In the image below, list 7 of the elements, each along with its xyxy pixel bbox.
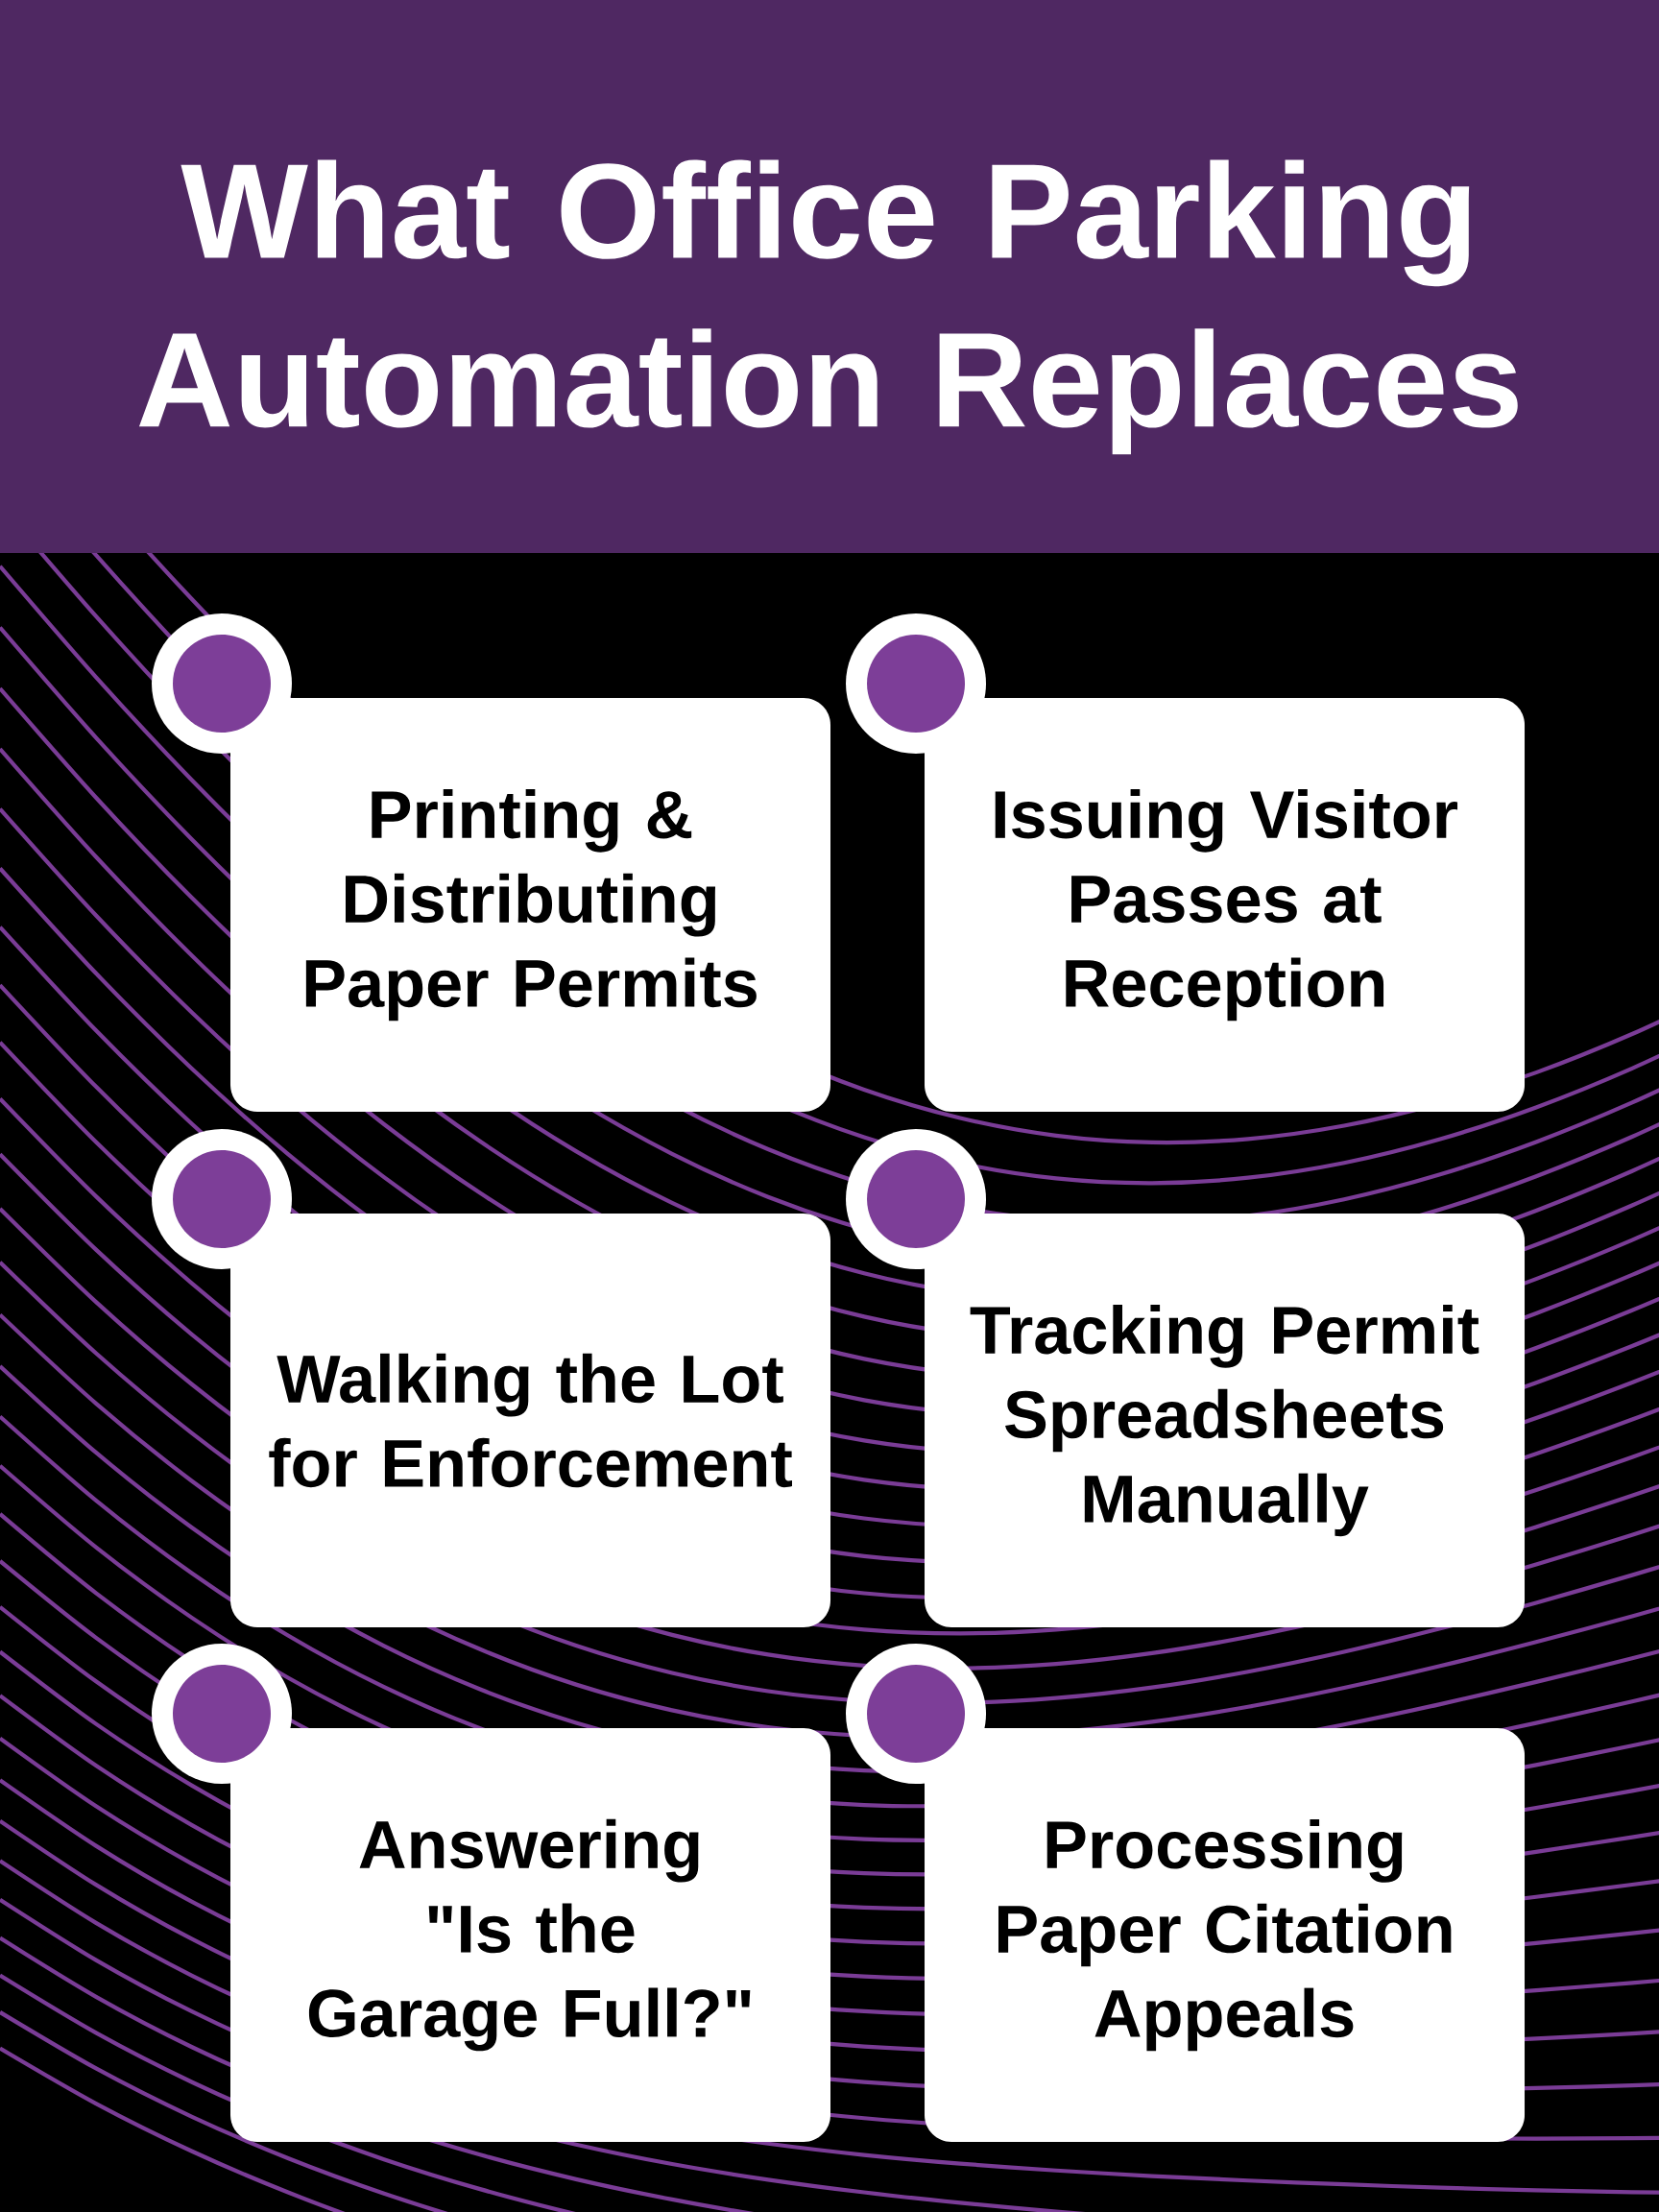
card: Answering "Is the Garage Full?" bbox=[152, 1644, 830, 2142]
card: Issuing Visitor Passes at Reception bbox=[846, 613, 1526, 1112]
card: Processing Paper Citation Appeals bbox=[846, 1644, 1526, 2142]
card: Printing & Distributing Paper Permits bbox=[152, 613, 830, 1112]
title: What Office Parking Automation Replaces bbox=[138, 159, 1518, 455]
card: Walking the Lot for Enforcement bbox=[152, 1129, 830, 1627]
card: Tracking Permit Spreadsheets Manually bbox=[846, 1129, 1526, 1627]
